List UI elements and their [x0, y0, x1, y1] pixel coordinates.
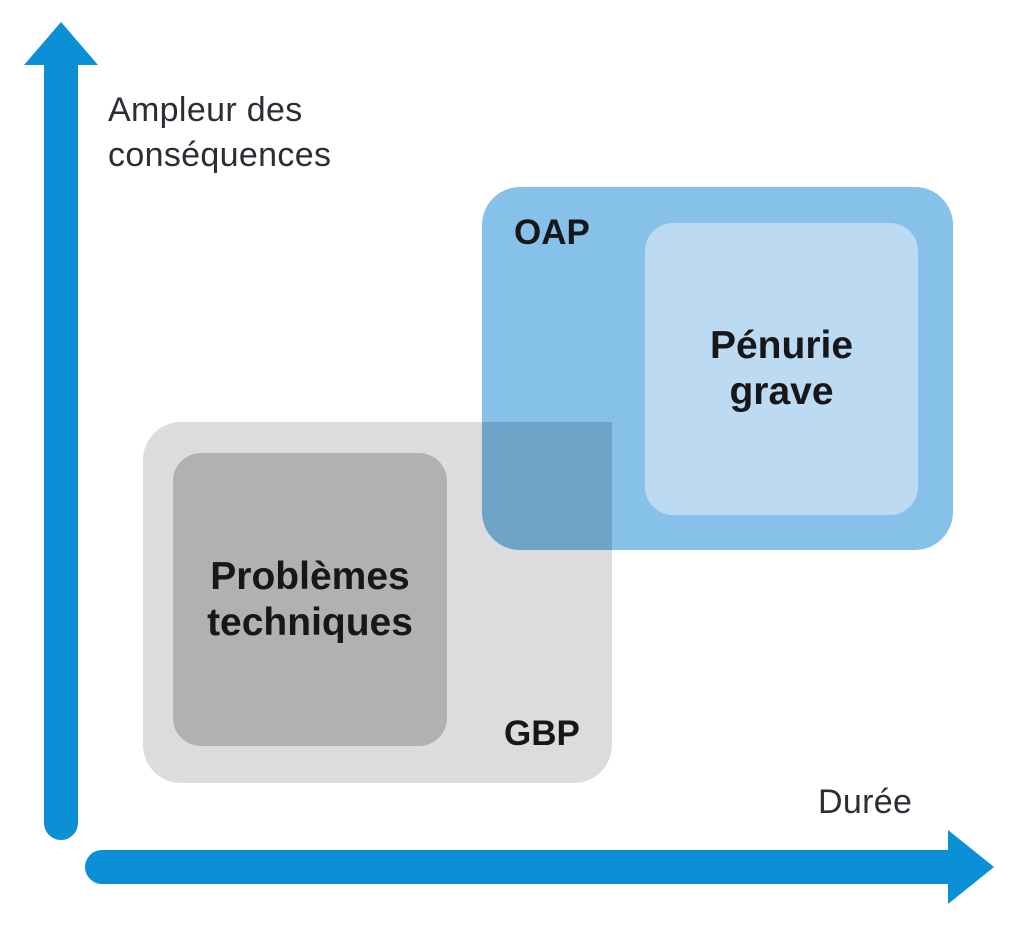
region-gbp-label: GBP [504, 714, 580, 753]
region-problemes-techniques-label: Problèmes techniques [207, 554, 413, 644]
x-axis-arrow [85, 830, 994, 904]
oap-gbp-overlap-region [482, 422, 612, 550]
y-axis-label: Ampleur des conséquences [108, 91, 332, 174]
x-axis-label: Durée [818, 783, 913, 821]
region-penurie-grave-label: Pénurie grave [709, 324, 854, 413]
region-penurie-grave: Pénurie grave [645, 223, 918, 515]
region-problemes-techniques: Problèmes techniques [173, 453, 447, 746]
region-oap-label: OAP [514, 213, 590, 252]
y-axis-arrow [24, 22, 98, 840]
